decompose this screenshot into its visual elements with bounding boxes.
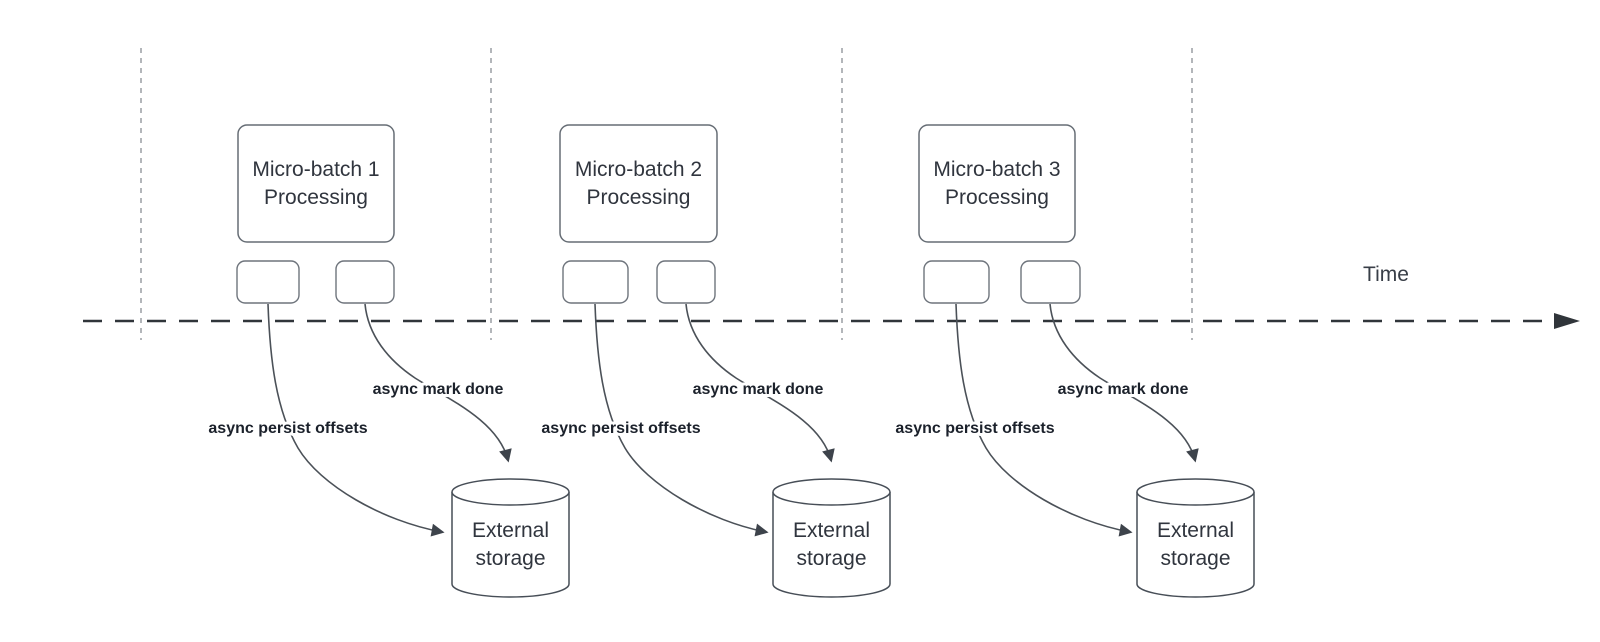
micro-batch-2-box xyxy=(559,124,718,243)
persist-offsets-arrow-label-2: async persist offsets xyxy=(541,420,700,437)
mark-done-arrow-label-2: async mark done xyxy=(693,381,824,398)
persist-offsets-arrow-1 xyxy=(267,303,445,537)
external-storage-label-line1: External xyxy=(1157,519,1234,542)
mark-done-arrow-3 xyxy=(1049,303,1199,463)
mark-done-arrow-label-3: async mark done xyxy=(1058,381,1189,398)
mark-done-task-box-3 xyxy=(1020,260,1081,304)
micro-batch-group-3: Micro-batch 3 Processing async persist o… xyxy=(892,124,1255,598)
micro-batch-group-2: Micro-batch 2 Processing async persist o… xyxy=(538,124,891,598)
micro-batch-group-1: Micro-batch 1 Processing async persist o… xyxy=(205,124,570,598)
micro-batch-1-title-line2: Processing xyxy=(264,186,368,209)
micro-batch-3-box xyxy=(918,124,1076,243)
cylinder-top xyxy=(1136,478,1255,506)
mark-done-arrow-2 xyxy=(685,303,835,463)
cylinder-body xyxy=(451,492,570,598)
external-storage-label-line2: storage xyxy=(796,547,866,570)
micro-batch-1-box xyxy=(237,124,395,243)
persist-offsets-task-box-3 xyxy=(923,260,990,304)
micro-batch-2-title-line2: Processing xyxy=(587,186,691,209)
cylinder-body xyxy=(772,492,891,598)
mark-done-arrow-1 xyxy=(364,303,512,463)
time-axis-arrowhead xyxy=(1554,313,1580,329)
mark-done-task-box-1 xyxy=(335,260,395,304)
micro-batch-2-title-line1: Micro-batch 2 xyxy=(575,158,702,181)
cylinder-top xyxy=(451,478,570,506)
external-storage-label-line1: External xyxy=(472,519,549,542)
persist-offsets-task-box-1 xyxy=(236,260,300,304)
external-storage-label-line2: storage xyxy=(1160,547,1230,570)
micro-batch-1-title-line1: Micro-batch 1 xyxy=(252,158,379,181)
persist-offsets-arrow-2 xyxy=(594,303,769,537)
external-storage-cylinder-2: External storage xyxy=(772,478,891,598)
cylinder-top xyxy=(772,478,891,506)
cylinder-body xyxy=(1136,492,1255,598)
mark-done-task-box-2 xyxy=(656,260,716,304)
persist-offsets-arrow-label-3: async persist offsets xyxy=(895,420,1054,437)
persist-offsets-arrow-label-1: async persist offsets xyxy=(208,420,367,437)
external-storage-label-line2: storage xyxy=(475,547,545,570)
external-storage-label-line1: External xyxy=(793,519,870,542)
micro-batch-3-title-line1: Micro-batch 3 xyxy=(933,158,1060,181)
persist-offsets-arrow-3 xyxy=(955,303,1133,537)
micro-batch-3-title-line2: Processing xyxy=(945,186,1049,209)
persist-offsets-task-box-2 xyxy=(562,260,629,304)
external-storage-cylinder-1: External storage xyxy=(451,478,570,598)
time-axis-label: Time xyxy=(1363,263,1409,286)
external-storage-cylinder-3: External storage xyxy=(1136,478,1255,598)
mark-done-arrow-label-1: async mark done xyxy=(373,381,504,398)
